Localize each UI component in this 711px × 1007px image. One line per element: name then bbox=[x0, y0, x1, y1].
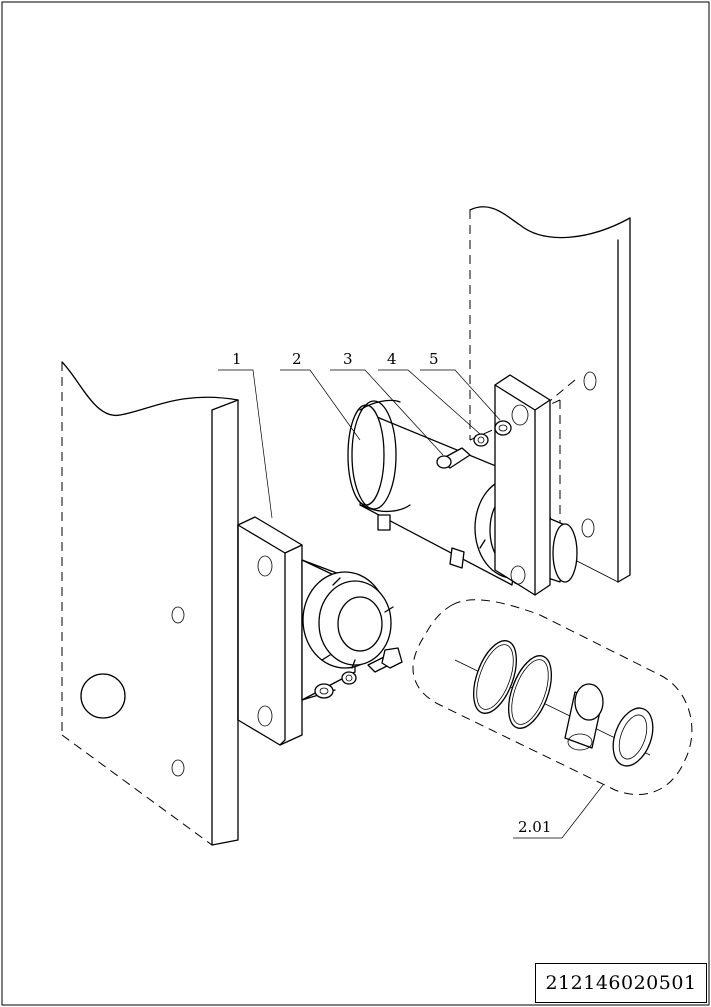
right-side-plate bbox=[469, 206, 631, 583]
left-side-plate bbox=[61, 361, 239, 846]
washer-item-4 bbox=[473, 433, 489, 447]
callout-5: 5 bbox=[429, 350, 439, 368]
callout-2-01: 2.01 bbox=[518, 818, 551, 836]
hex-bolt-left bbox=[367, 647, 403, 673]
washer-item-5 bbox=[494, 420, 512, 436]
washer-set-left bbox=[314, 671, 357, 699]
plate-hole-upper bbox=[583, 371, 597, 391]
callout-3: 3 bbox=[343, 350, 353, 368]
callout-4: 4 bbox=[387, 350, 397, 368]
plate-hole-small-1 bbox=[171, 606, 185, 624]
seal-kit-2-01 bbox=[412, 599, 693, 796]
plate-bore-large bbox=[80, 673, 126, 719]
drawing-number: 212146020501 bbox=[535, 963, 707, 1003]
leader-lines bbox=[218, 369, 604, 839]
callout-1: 1 bbox=[232, 350, 242, 368]
bearing-housing-flange bbox=[237, 516, 394, 746]
plate-hole-lower bbox=[581, 518, 595, 538]
callout-2: 2 bbox=[292, 350, 302, 368]
o-ring-2 bbox=[508, 655, 552, 729]
bushing bbox=[564, 683, 604, 751]
plate-hole-small-2 bbox=[171, 759, 185, 777]
seal-ring bbox=[612, 707, 654, 767]
clevis-bracket bbox=[494, 374, 551, 596]
o-ring-1 bbox=[473, 640, 517, 714]
grease-nipple bbox=[436, 447, 471, 469]
